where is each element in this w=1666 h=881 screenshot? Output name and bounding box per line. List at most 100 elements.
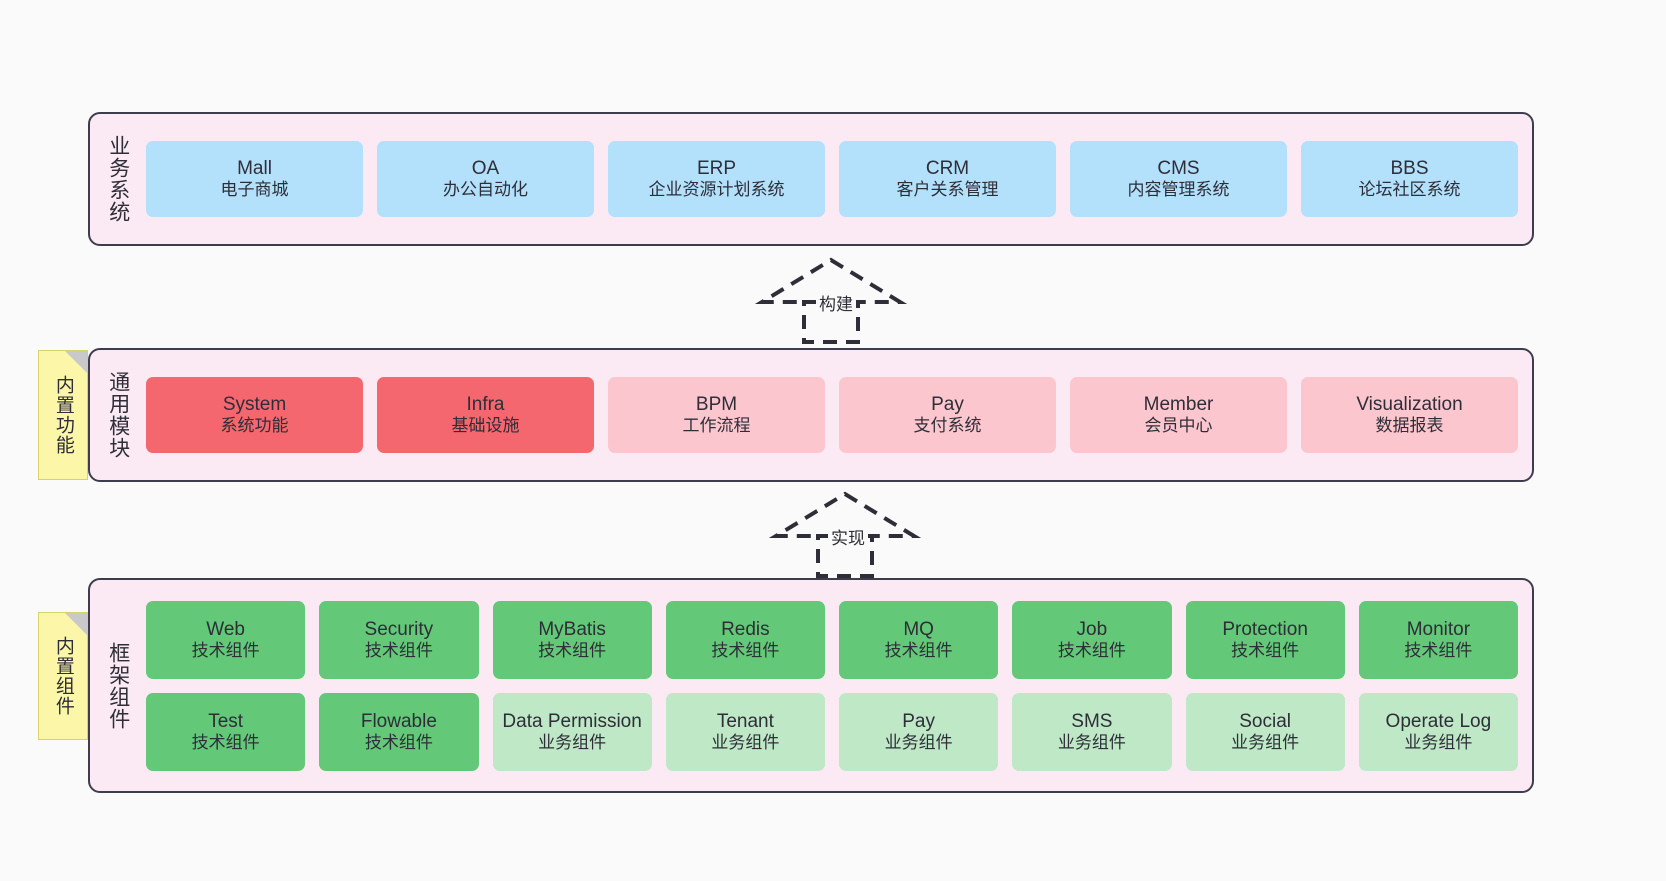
card-title: Protection [1222, 618, 1308, 640]
business-card-cms[interactable]: CMS 内容管理系统 [1070, 141, 1287, 217]
business-card-mall[interactable]: Mall 电子商城 [146, 141, 363, 217]
card-title: Social [1239, 710, 1291, 732]
card-title: Pay [931, 394, 964, 416]
card-title: Operate Log [1385, 710, 1492, 732]
framework-card-web[interactable]: Web 技术组件 [146, 600, 306, 679]
card-subtitle: 客户关系管理 [896, 180, 999, 200]
note-fold-icon [65, 613, 87, 635]
card-subtitle: 技术组件 [364, 640, 433, 660]
card-title: Pay [902, 710, 935, 732]
card-subtitle: 业务组件 [538, 732, 607, 752]
card-title: CMS [1157, 158, 1200, 180]
card-title: Monitor [1406, 618, 1471, 640]
framework-card-monitor[interactable]: Monitor 技术组件 [1358, 600, 1518, 679]
common-card-member[interactable]: Member 会员中心 [1070, 377, 1287, 453]
layer-common-body: System 系统功能 Infra 基础设施 BPM 工作流程 Pay 支付系统… [146, 350, 1532, 480]
arrow-build: 构建 [754, 256, 908, 344]
common-card-bpm[interactable]: BPM 工作流程 [608, 377, 825, 453]
common-card-visualization[interactable]: Visualization 数据报表 [1301, 377, 1518, 453]
layer-business-title: 业务系统 [106, 135, 130, 223]
business-card-crm[interactable]: CRM 客户关系管理 [839, 141, 1056, 217]
layer-framework-title: 框架组件 [106, 641, 130, 730]
framework-card-flowable[interactable]: Flowable 技术组件 [319, 692, 479, 771]
card-title: Visualization [1356, 394, 1463, 416]
arrow-implement: 实现 [768, 490, 922, 578]
framework-card-redis[interactable]: Redis 技术组件 [665, 600, 825, 679]
note-builtin-features: 内置功能 [38, 350, 88, 480]
note-fold-icon [65, 351, 87, 373]
framework-card-protection[interactable]: Protection 技术组件 [1185, 600, 1345, 679]
card-title: OA [471, 158, 500, 180]
card-title: BBS [1390, 158, 1429, 180]
framework-card-mq[interactable]: MQ 技术组件 [839, 600, 999, 679]
card-title: SMS [1071, 710, 1113, 732]
layer-common-modules: 通用模块 System 系统功能 Infra 基础设施 BPM 工作流程 Pay… [88, 348, 1534, 482]
card-title: Web [206, 618, 245, 640]
card-subtitle: 技术组件 [191, 640, 260, 660]
card-subtitle: 论坛社区系统 [1358, 180, 1461, 200]
card-subtitle: 会员中心 [1144, 416, 1213, 436]
card-title: Test [208, 710, 244, 732]
common-card-system[interactable]: System 系统功能 [146, 377, 363, 453]
arrow-implement-label: 实现 [828, 524, 868, 549]
card-title: Member [1143, 394, 1214, 416]
card-subtitle: 技术组件 [1231, 640, 1300, 660]
layer-framework-components: 框架组件 Web 技术组件 Security 技术组件 MyBatis 技术组件… [88, 578, 1534, 793]
card-title: Redis [721, 618, 770, 640]
arrow-build-label: 构建 [816, 290, 856, 315]
common-card-infra[interactable]: Infra 基础设施 [377, 377, 594, 453]
layer-common-title: 通用模块 [106, 371, 130, 459]
framework-card-mybatis[interactable]: MyBatis 技术组件 [492, 600, 652, 679]
card-title: System [222, 394, 287, 416]
note-builtin-components: 内置组件 [38, 612, 88, 740]
framework-card-test[interactable]: Test 技术组件 [146, 692, 306, 771]
business-card-bbs[interactable]: BBS 论坛社区系统 [1301, 141, 1518, 217]
card-subtitle: 电子商城 [220, 180, 289, 200]
card-title: Job [1076, 618, 1108, 640]
card-subtitle: 技术组件 [884, 640, 953, 660]
framework-card-sms[interactable]: SMS 业务组件 [1012, 692, 1172, 771]
card-subtitle: 技术组件 [191, 732, 260, 752]
card-subtitle: 技术组件 [1057, 640, 1126, 660]
card-subtitle: 业务组件 [711, 732, 780, 752]
framework-card-pay[interactable]: Pay 业务组件 [839, 692, 999, 771]
framework-card-job[interactable]: Job 技术组件 [1012, 600, 1172, 679]
framework-tech-row: Web 技术组件 Security 技术组件 MyBatis 技术组件 Redi… [146, 600, 1518, 679]
card-subtitle: 数据报表 [1375, 416, 1444, 436]
card-subtitle: 技术组件 [364, 732, 433, 752]
card-title: CRM [925, 158, 970, 180]
card-subtitle: 业务组件 [1231, 732, 1300, 752]
business-card-erp[interactable]: ERP 企业资源计划系统 [608, 141, 825, 217]
card-subtitle: 业务组件 [1057, 732, 1126, 752]
framework-card-security[interactable]: Security 技术组件 [319, 600, 479, 679]
business-card-oa[interactable]: OA 办公自动化 [377, 141, 594, 217]
framework-card-tenant[interactable]: Tenant 业务组件 [665, 692, 825, 771]
card-subtitle: 企业资源计划系统 [648, 180, 785, 200]
card-subtitle: 系统功能 [220, 416, 289, 436]
card-subtitle: 业务组件 [1404, 732, 1473, 752]
card-subtitle: 技术组件 [711, 640, 780, 660]
card-title: Flowable [360, 710, 437, 732]
framework-card-operate-log[interactable]: Operate Log 业务组件 [1358, 692, 1518, 771]
framework-business-row: Test 技术组件 Flowable 技术组件 Data Permission … [146, 692, 1518, 771]
card-subtitle: 支付系统 [913, 416, 982, 436]
card-subtitle: 基础设施 [451, 416, 520, 436]
framework-card-data-permission[interactable]: Data Permission 业务组件 [492, 692, 652, 771]
note-label: 内置组件 [52, 636, 74, 716]
card-title: Mall [237, 158, 272, 180]
card-title: ERP [696, 158, 737, 180]
framework-card-social[interactable]: Social 业务组件 [1185, 692, 1345, 771]
layer-business-body: Mall 电子商城 OA 办公自动化 ERP 企业资源计划系统 CRM 客户关系… [146, 114, 1532, 244]
card-title: Infra [466, 394, 505, 416]
common-card-pay[interactable]: Pay 支付系统 [839, 377, 1056, 453]
card-subtitle: 工作流程 [682, 416, 751, 436]
business-card-row: Mall 电子商城 OA 办公自动化 ERP 企业资源计划系统 CRM 客户关系… [146, 141, 1518, 217]
card-title: Security [364, 618, 434, 640]
layer-framework-body: Web 技术组件 Security 技术组件 MyBatis 技术组件 Redi… [146, 580, 1532, 791]
card-title: BPM [695, 394, 738, 416]
layer-business-systems: 业务系统 Mall 电子商城 OA 办公自动化 ERP 企业资源计划系统 CRM… [88, 112, 1534, 246]
card-title: Data Permission [502, 710, 642, 732]
card-subtitle: 内容管理系统 [1127, 180, 1230, 200]
card-subtitle: 办公自动化 [443, 180, 528, 200]
